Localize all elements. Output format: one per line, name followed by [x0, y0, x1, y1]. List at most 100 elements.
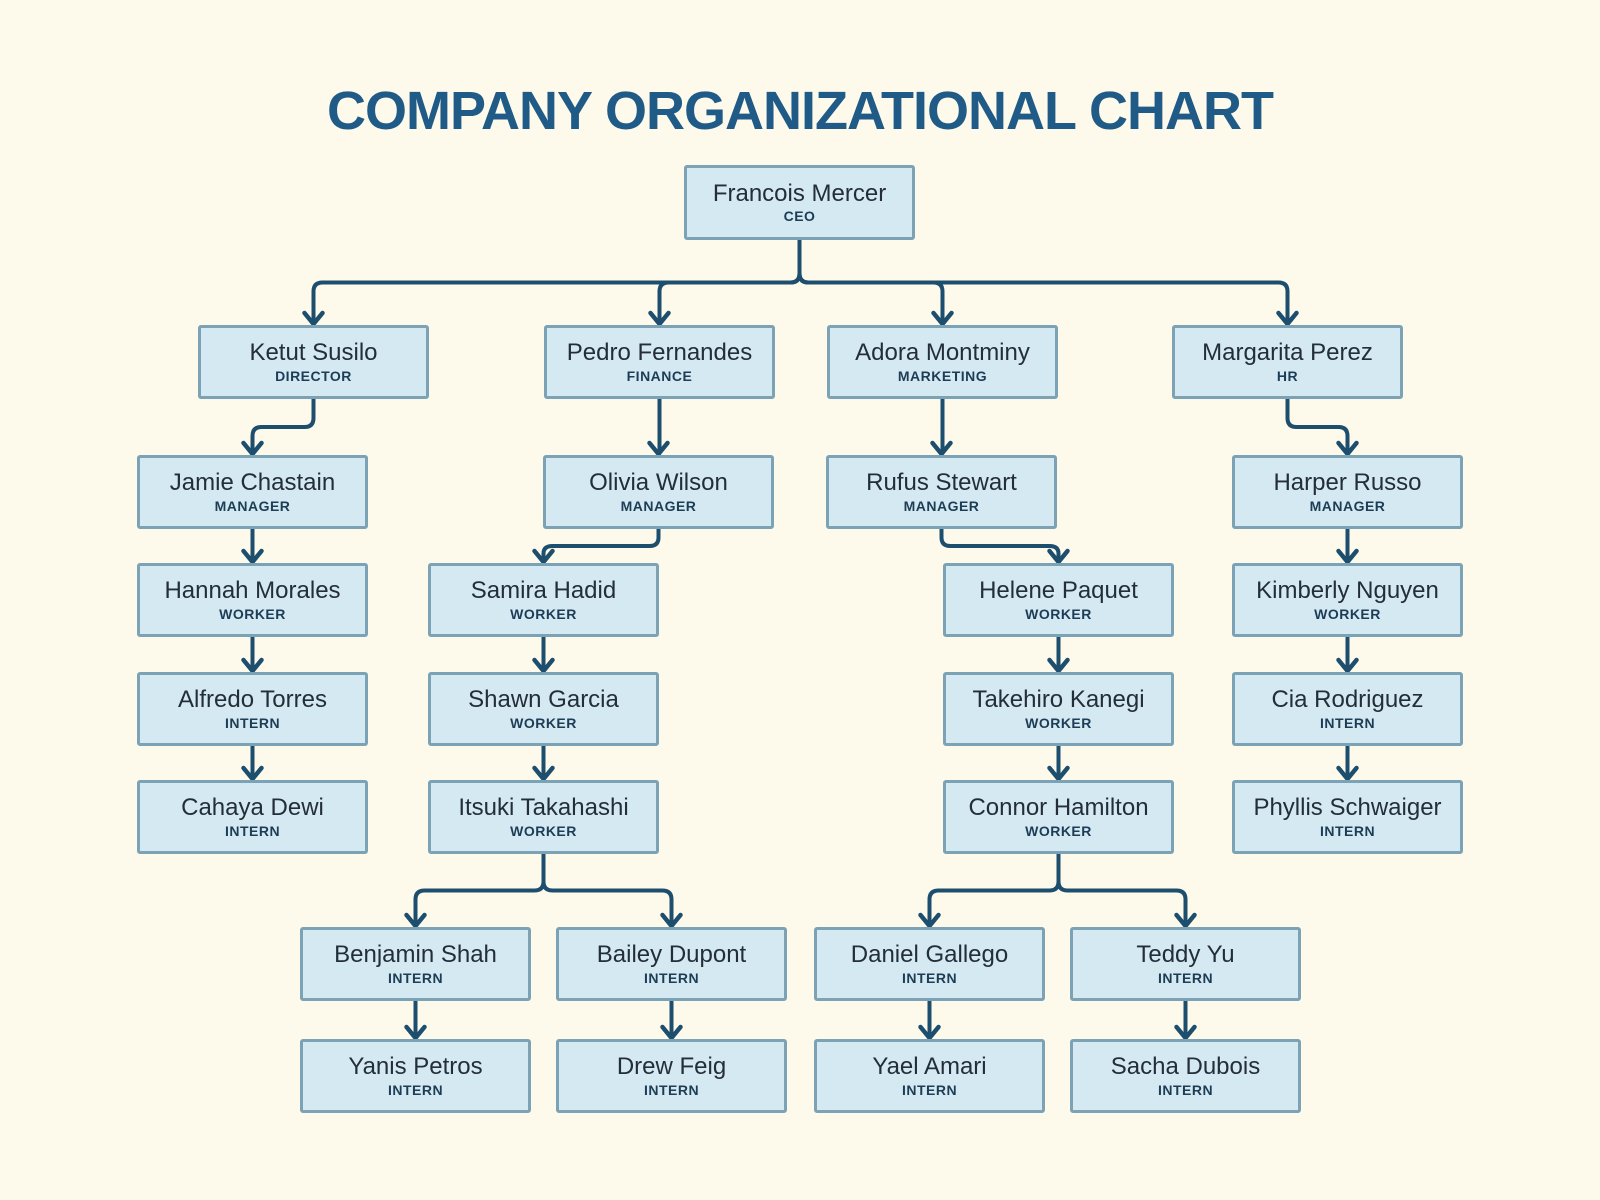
connector [1285, 397, 1350, 455]
arrowhead-icon [532, 765, 555, 782]
arrowhead-icon [1336, 657, 1359, 674]
employee-name: Yael Amari [872, 1053, 987, 1081]
arrowhead-icon [241, 548, 264, 565]
employee-role: INTERN [901, 969, 958, 986]
employee-name: Adora Montminy [855, 339, 1030, 367]
employee-name: Connor Hamilton [968, 794, 1149, 822]
employee-role: HR [1276, 367, 1299, 384]
arrowhead-icon [404, 912, 427, 929]
employee-name: Francois Mercer [712, 179, 887, 207]
employee-name: Harper Russo [1273, 469, 1422, 497]
employee-name: Drew Feig [616, 1053, 727, 1081]
employee-name: Yanis Petros [348, 1053, 483, 1081]
employee-role: INTERN [901, 1081, 958, 1098]
connector [939, 527, 1061, 563]
arrowhead-icon [1336, 548, 1359, 565]
arrowhead-icon [930, 440, 953, 457]
employee-role: WORKER [1314, 605, 1381, 622]
connector [250, 397, 316, 455]
arrowhead-icon [1047, 657, 1070, 674]
connector [657, 238, 802, 325]
employee-name: Sacha Dubois [1110, 1053, 1261, 1081]
employee-role: WORKER [1025, 605, 1092, 622]
employee-role: CEO [783, 208, 816, 224]
employee-role: MANAGER [903, 497, 980, 514]
employee-role: WORKER [510, 714, 577, 731]
arrowhead-icon [241, 657, 264, 674]
employee-name: Daniel Gallego [850, 941, 1009, 969]
employee-role: MANAGER [620, 497, 697, 514]
employee-role: FINANCE [626, 367, 693, 384]
arrowhead-icon [660, 912, 683, 929]
arrowhead-icon [302, 310, 325, 327]
arrowhead-icon [1047, 765, 1070, 782]
employee-role: DIRECTOR [275, 367, 352, 384]
employee-name: Cia Rodriguez [1271, 686, 1424, 714]
arrowhead-icon [241, 440, 264, 457]
employee-role: WORKER [1025, 714, 1092, 731]
employee-name: Bailey Dupont [596, 941, 747, 969]
employee-role: INTERN [224, 822, 281, 839]
employee-role: INTERN [224, 714, 281, 731]
arrowhead-icon [1336, 765, 1359, 782]
arrowhead-icon [404, 1024, 427, 1041]
connector [541, 527, 661, 563]
arrowhead-icon [532, 657, 555, 674]
chart-title: COMPANY ORGANIZATIONAL CHART [327, 81, 1274, 141]
employee-role: INTERN [643, 969, 700, 986]
employee-role: WORKER [510, 822, 577, 839]
employee-name: Cahaya Dewi [181, 794, 324, 822]
employee-role: MARKETING [897, 367, 988, 384]
employee-name: Takehiro Kanegi [972, 686, 1145, 714]
connector [927, 852, 1061, 927]
employee-name: Shawn Garcia [468, 686, 619, 714]
arrowhead-icon [1336, 440, 1359, 457]
employee-role: WORKER [219, 605, 286, 622]
connector [797, 238, 1290, 325]
arrowhead-icon [647, 440, 670, 457]
arrowhead-icon [931, 310, 954, 327]
employee-role: INTERN [1157, 1081, 1214, 1098]
employee-name: Ketut Susilo [249, 339, 378, 367]
arrowhead-icon [1276, 310, 1299, 327]
employee-name: Teddy Yu [1136, 941, 1235, 969]
employee-role: MANAGER [214, 497, 291, 514]
arrowhead-icon [918, 912, 941, 929]
arrowhead-icon [241, 765, 264, 782]
employee-name: Helene Paquet [979, 577, 1138, 605]
employee-name: Kimberly Nguyen [1256, 577, 1439, 605]
employee-name: Hannah Morales [164, 577, 341, 605]
employee-name: Itsuki Takahashi [458, 794, 629, 822]
employee-role: INTERN [1319, 822, 1376, 839]
employee-role: WORKER [1025, 822, 1092, 839]
employee-role: WORKER [510, 605, 577, 622]
